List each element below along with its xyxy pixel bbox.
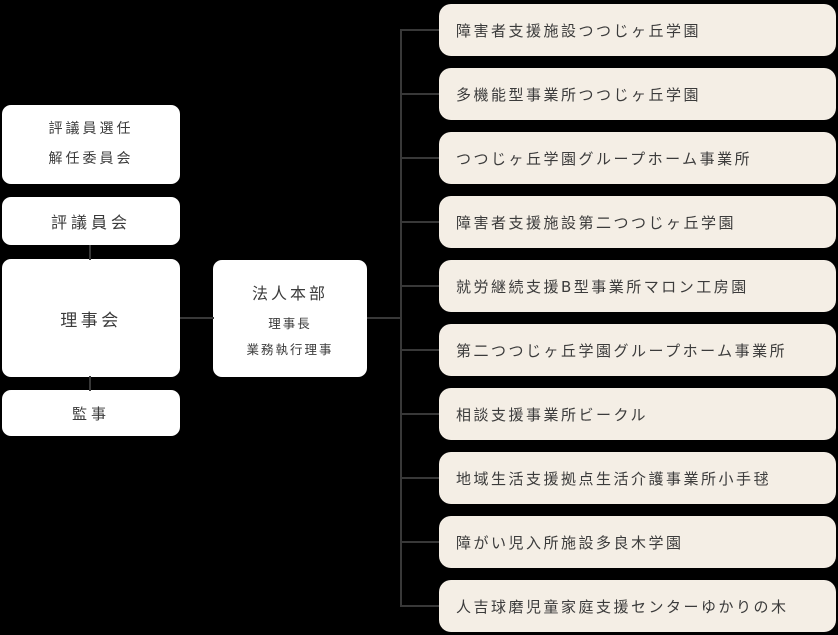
connector-council-board xyxy=(89,245,91,260)
headquarters-name: 法人本部 xyxy=(251,283,328,303)
connector-stub-2 xyxy=(400,93,439,95)
org-unit-label: 相談支援事業所ビークル xyxy=(456,405,649,424)
connector-trunk xyxy=(400,29,402,607)
org-unit-box-1: 障害者支援施設つつじヶ丘学園 xyxy=(439,4,836,56)
org-unit-label: 地域生活支援拠点生活介護事業所小手毬 xyxy=(456,469,772,488)
committee-label-line1: 評議員選任 xyxy=(48,121,134,138)
headquarters-role2: 業務執行理事 xyxy=(246,341,334,357)
org-unit-box-6: 第二つつじヶ丘学園グループホーム事業所 xyxy=(439,324,836,376)
org-unit-box-5: 就労継続支援B型事業所マロン工房園 xyxy=(439,260,836,312)
org-unit-label: 人吉球磨児童家庭支援センターゆかりの木 xyxy=(456,597,789,616)
org-unit-box-2: 多機能型事業所つつじヶ丘学園 xyxy=(439,68,836,120)
org-unit-box-7: 相談支援事業所ビークル xyxy=(439,388,836,440)
org-unit-label: 障がい児入所施設多良木学園 xyxy=(456,533,684,552)
org-unit-label: 就労継続支援B型事業所マロン工房園 xyxy=(456,277,749,296)
connector-stub-8 xyxy=(400,477,439,479)
connector-stub-3 xyxy=(400,157,439,159)
connector-stub-5 xyxy=(400,285,439,287)
org-unit-label: 障害者支援施設第二つつじヶ丘学園 xyxy=(456,213,737,232)
org-unit-label: 障害者支援施設つつじヶ丘学園 xyxy=(456,21,702,40)
org-unit-label: つつじヶ丘学園グループホーム事業所 xyxy=(456,149,753,168)
auditor-box: 監事 xyxy=(2,390,180,436)
org-unit-label: 第二つつじヶ丘学園グループホーム事業所 xyxy=(456,341,788,360)
headquarters-box: 法人本部 理事長 業務執行理事 xyxy=(213,260,367,377)
connector-board-headquarters xyxy=(180,317,214,319)
org-unit-label: 多機能型事業所つつじヶ丘学園 xyxy=(456,85,702,104)
selection-dismissal-committee-box: 評議員選任 解任委員会 xyxy=(2,105,180,184)
org-unit-box-3: つつじヶ丘学園グループホーム事業所 xyxy=(439,132,836,184)
board-label: 理事会 xyxy=(60,310,122,331)
headquarters-role1: 理事長 xyxy=(268,315,312,331)
connector-stub-4 xyxy=(400,221,439,223)
connector-stub-7 xyxy=(400,413,439,415)
org-unit-box-4: 障害者支援施設第二つつじヶ丘学園 xyxy=(439,196,836,248)
council-box: 評議員会 xyxy=(2,197,180,245)
org-unit-box-8: 地域生活支援拠点生活介護事業所小手毬 xyxy=(439,452,836,504)
connector-stub-6 xyxy=(400,349,439,351)
connector-stub-9 xyxy=(400,541,439,543)
connector-stub-10 xyxy=(400,605,439,607)
committee-label-line2: 解任委員会 xyxy=(48,150,134,167)
board-of-directors-box: 理事会 xyxy=(2,259,180,377)
org-unit-box-10: 人吉球磨児童家庭支援センターゆかりの木 xyxy=(439,580,836,632)
council-label: 評議員会 xyxy=(50,213,131,232)
connector-board-auditor xyxy=(89,376,91,391)
org-unit-box-9: 障がい児入所施設多良木学園 xyxy=(439,516,836,568)
connector-stub-1 xyxy=(400,29,439,31)
auditor-label: 監事 xyxy=(71,404,110,423)
connector-headquarters-trunk xyxy=(367,317,400,319)
